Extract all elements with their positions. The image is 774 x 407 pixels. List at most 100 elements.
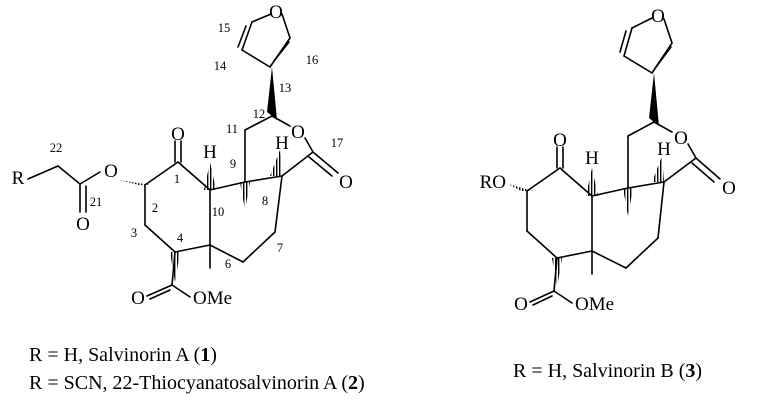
locant: 12: [253, 107, 266, 121]
bond: [631, 17, 653, 29]
hashed-bond: [204, 162, 216, 190]
locant: 7: [277, 241, 283, 255]
bond: [237, 25, 247, 48]
caption-salvinorin-a: R = H, Salvinorin A (1): [29, 344, 217, 367]
bond: [79, 171, 101, 185]
bond: [529, 290, 555, 303]
ketone-oxygen: O: [171, 124, 185, 145]
bond: [663, 157, 697, 183]
bond: [526, 230, 558, 259]
bond: [27, 165, 59, 180]
bond: [625, 237, 659, 269]
bond: [57, 165, 81, 185]
caption-text: R = H, Salvinorin A (: [29, 344, 201, 366]
lactone-carbonyl-oxygen: O: [339, 172, 353, 193]
h8-label: H: [657, 139, 671, 160]
wedge-bond: [649, 73, 659, 126]
bond: [144, 161, 179, 186]
bond: [251, 13, 272, 23]
bond: [144, 224, 176, 253]
bond: [304, 137, 314, 153]
hashed-bond: [623, 188, 633, 216]
salvinorin-b-stereo-bonds: [508, 73, 664, 288]
bond: [657, 181, 665, 239]
bond: [171, 284, 191, 298]
salvinorin-b-atom-labels: O O O O RO O OMe H H: [480, 6, 736, 315]
bond: [619, 30, 627, 53]
locant: 2: [152, 201, 158, 215]
locant: 15: [218, 21, 231, 35]
bond: [655, 46, 672, 68]
bond: [559, 167, 593, 197]
wedge-bond: [267, 67, 277, 120]
salvinorin-a-atom-labels: O O O O O O R O OMe H H: [12, 2, 353, 309]
caption-paren: ): [210, 344, 217, 366]
locant: 11: [226, 122, 238, 136]
hashed-bond: [586, 168, 598, 196]
bond: [174, 244, 211, 253]
bond: [241, 21, 253, 51]
salvinorin-a-locants: 1 2 3 4 6 7 8 9 10 11 12 13 14 15 16 17 …: [50, 21, 344, 271]
bond: [553, 290, 573, 304]
caption-thiocyanatosalvinorin-a: R = SCN, 22-Thiocyanatosalvinorin A (2): [29, 372, 365, 395]
locant: 10: [212, 205, 225, 219]
bond: [623, 27, 633, 57]
furan-oxygen: O: [269, 2, 283, 23]
bond: [695, 157, 721, 180]
caption-text: R = SCN, 22-Thiocyanatosalvinorin A (: [29, 372, 349, 394]
bond: [149, 289, 171, 300]
hashed-bond: [552, 258, 562, 288]
locant: 6: [225, 257, 231, 271]
locant: 4: [177, 231, 184, 245]
salvinorin-a-stereo-bonds: [118, 67, 282, 282]
locant: 16: [306, 53, 319, 67]
bond: [663, 18, 673, 44]
bond: [691, 162, 715, 183]
locant: 22: [50, 141, 63, 155]
compound-number: 2: [348, 372, 359, 394]
locant: 21: [90, 195, 103, 209]
hashed-bond: [118, 180, 151, 185]
locant: 1: [174, 172, 180, 186]
methoxy-label: OMe: [193, 288, 232, 309]
locant: 13: [279, 81, 292, 95]
carboxyl-carbonyl-oxygen: O: [514, 294, 528, 315]
bond: [273, 41, 290, 62]
bond: [241, 49, 271, 68]
salvinorin-a-structure: [27, 13, 339, 300]
acyl-carbonyl-oxygen: O: [76, 214, 90, 235]
locant: 3: [131, 226, 137, 240]
bond: [308, 156, 333, 177]
lactone-oxygen: O: [291, 122, 305, 143]
locant: 9: [230, 157, 236, 171]
bond: [209, 181, 246, 191]
bond: [209, 244, 244, 263]
h10-label: H: [585, 148, 599, 169]
hashed-bond: [270, 150, 282, 176]
bond: [312, 151, 339, 174]
ketone-oxygen: O: [553, 130, 567, 151]
locant: 17: [331, 136, 344, 150]
compound-number: 3: [685, 360, 696, 382]
bond: [281, 13, 291, 39]
lactone-carbonyl-oxygen: O: [722, 178, 736, 199]
bond: [281, 151, 314, 177]
ro-group: RO: [480, 172, 506, 193]
bond: [146, 284, 173, 297]
caption-paren: ): [358, 372, 365, 394]
hashed-bond: [170, 252, 180, 282]
bond: [177, 161, 211, 191]
furan-oxygen: O: [651, 6, 665, 27]
ester-oxygen: O: [104, 161, 118, 182]
caption-paren: ): [695, 360, 703, 382]
h8-label: H: [275, 133, 289, 154]
compound-number: 1: [200, 344, 211, 366]
bond: [627, 121, 655, 137]
bond: [526, 167, 561, 192]
methoxy-label: OMe: [575, 294, 614, 315]
bond: [591, 187, 629, 197]
locant: 8: [262, 194, 268, 208]
bond: [532, 295, 553, 306]
bond: [244, 175, 283, 183]
